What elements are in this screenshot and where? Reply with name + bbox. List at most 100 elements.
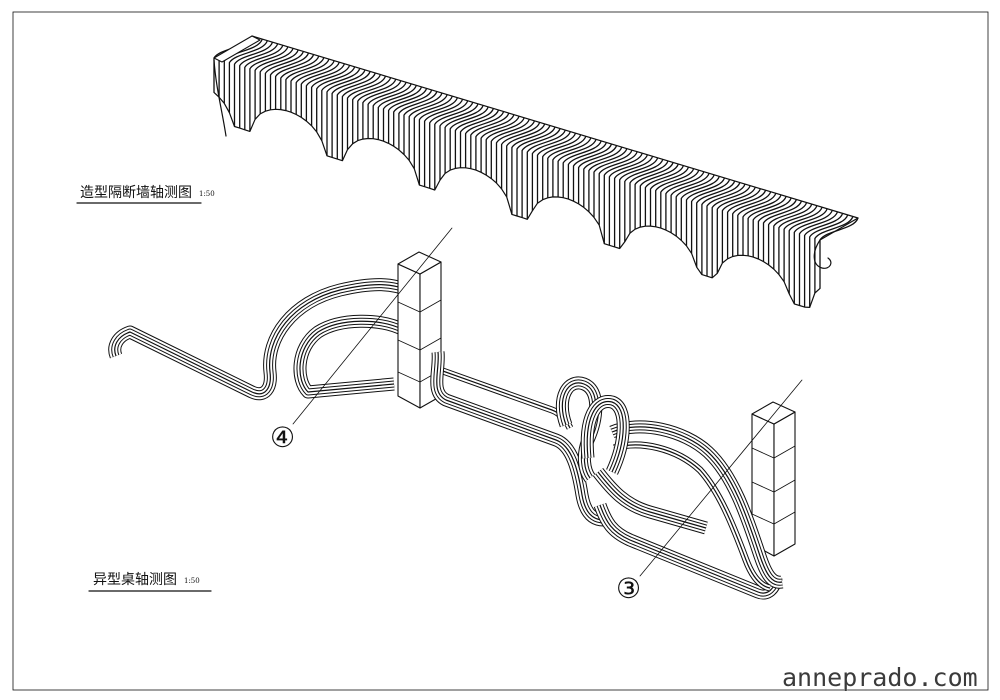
wall-fin	[444, 105, 484, 174]
wall-fin	[305, 63, 346, 122]
wall-fin	[274, 54, 315, 110]
wall-fin	[316, 66, 356, 132]
wall-fin	[300, 61, 340, 118]
wall-fin	[357, 78, 397, 141]
wall-fin	[732, 191, 772, 257]
wall-fin	[788, 208, 828, 294]
wall-fin	[583, 146, 623, 208]
wall-fin	[398, 91, 438, 150]
wall-fin	[706, 183, 746, 277]
table-caption: 异型桌轴测图 1:50	[88, 572, 212, 592]
wall-fin	[423, 98, 464, 187]
wall-fin	[598, 151, 638, 226]
wall-fin	[495, 120, 536, 184]
table-middle-ribbons	[430, 351, 605, 527]
wall-fin	[572, 143, 613, 202]
wall-fin	[321, 68, 361, 141]
wall-fin	[341, 74, 382, 161]
wall-fin	[367, 81, 407, 139]
callout-right-leader	[639, 379, 803, 577]
wall-fin	[721, 188, 762, 263]
wall-fin	[490, 118, 530, 179]
wall-fin	[249, 46, 289, 132]
wall-fin	[521, 128, 561, 218]
wall-fin	[629, 160, 669, 234]
wall-fin	[326, 69, 366, 156]
wall-fin	[480, 115, 520, 173]
wall-fin	[531, 131, 572, 211]
wall-fin	[511, 125, 551, 215]
table-drawing	[108, 251, 796, 600]
table-column-right	[751, 401, 796, 557]
wall-fin	[475, 114, 515, 171]
table-ribbon-knot-loop-b	[586, 400, 624, 473]
wall-fin	[352, 77, 392, 144]
wall-fin	[526, 129, 566, 220]
table-right-ribbons	[555, 376, 784, 600]
wall-fin	[767, 202, 808, 265]
wall-fin	[346, 75, 387, 150]
wall-fin	[803, 213, 844, 308]
wall-left-edge	[213, 59, 227, 137]
wall-fin	[280, 55, 320, 110]
wall-fin	[269, 52, 310, 110]
table-title: 异型桌轴测图	[93, 572, 177, 588]
wall-fin	[362, 80, 402, 140]
callout-left-number: ④	[270, 421, 295, 454]
wall-fin	[454, 108, 495, 169]
partition-wall-title: 造型隔断墙轴测图	[80, 185, 192, 201]
wall-fin	[696, 180, 736, 268]
column-left-top	[397, 251, 442, 275]
wall-fin	[685, 177, 726, 246]
wall-fin	[377, 85, 417, 140]
table-ribbon-left-band-layer	[108, 278, 415, 401]
wall-fin	[716, 186, 756, 274]
wall-fin	[413, 95, 453, 169]
wall-fin	[670, 172, 710, 233]
wall-fin	[634, 162, 674, 230]
table-ribbon-outer-arch	[611, 426, 783, 583]
wall-fin	[624, 159, 664, 242]
callout-right-number: ③	[616, 572, 641, 605]
wall-fin	[742, 194, 782, 256]
wall-fin	[464, 111, 505, 168]
wall-fins	[213, 35, 859, 308]
callout-left: ④	[270, 227, 453, 454]
table-ribbon-inner-loop	[299, 320, 405, 393]
wall-fin	[562, 140, 602, 198]
table-ribbon-left-band-layer	[111, 281, 414, 398]
partition-wall-scale: 1:50	[199, 190, 215, 198]
column-right-face-b	[773, 411, 796, 557]
wall-fin	[711, 185, 751, 278]
wall-fin	[547, 135, 587, 198]
wall-fin	[762, 200, 803, 262]
wall-fin	[228, 40, 269, 113]
wall-left-cap	[213, 35, 261, 63]
wall-fin	[577, 145, 618, 204]
wall-fin	[639, 163, 679, 228]
wall-fin	[701, 182, 741, 275]
wall-fin	[567, 142, 608, 200]
wall-fin	[470, 112, 510, 169]
wall-fin	[285, 57, 325, 111]
wall-fin	[254, 47, 294, 120]
wall-fin	[603, 152, 643, 244]
wall-top-ridge	[251, 35, 859, 219]
table-ribbon-middle-band	[436, 351, 605, 521]
wall-fin	[439, 103, 479, 181]
wall-fin	[588, 148, 628, 212]
table-ribbon-left-band-layer	[112, 282, 414, 397]
wall-fin	[798, 211, 839, 306]
wall-fin	[809, 214, 849, 308]
table-ribbon-short-branch	[597, 471, 707, 529]
wall-arch-profile	[213, 91, 821, 308]
wall-fin	[690, 179, 731, 254]
wall-fin	[783, 206, 823, 282]
wall-fin	[675, 174, 715, 237]
wall-fin	[506, 123, 546, 197]
wall-fin	[660, 169, 700, 229]
table-ribbon-short-branch-layer	[593, 468, 708, 534]
wall-fin	[726, 189, 767, 259]
wall-fin	[485, 117, 525, 176]
